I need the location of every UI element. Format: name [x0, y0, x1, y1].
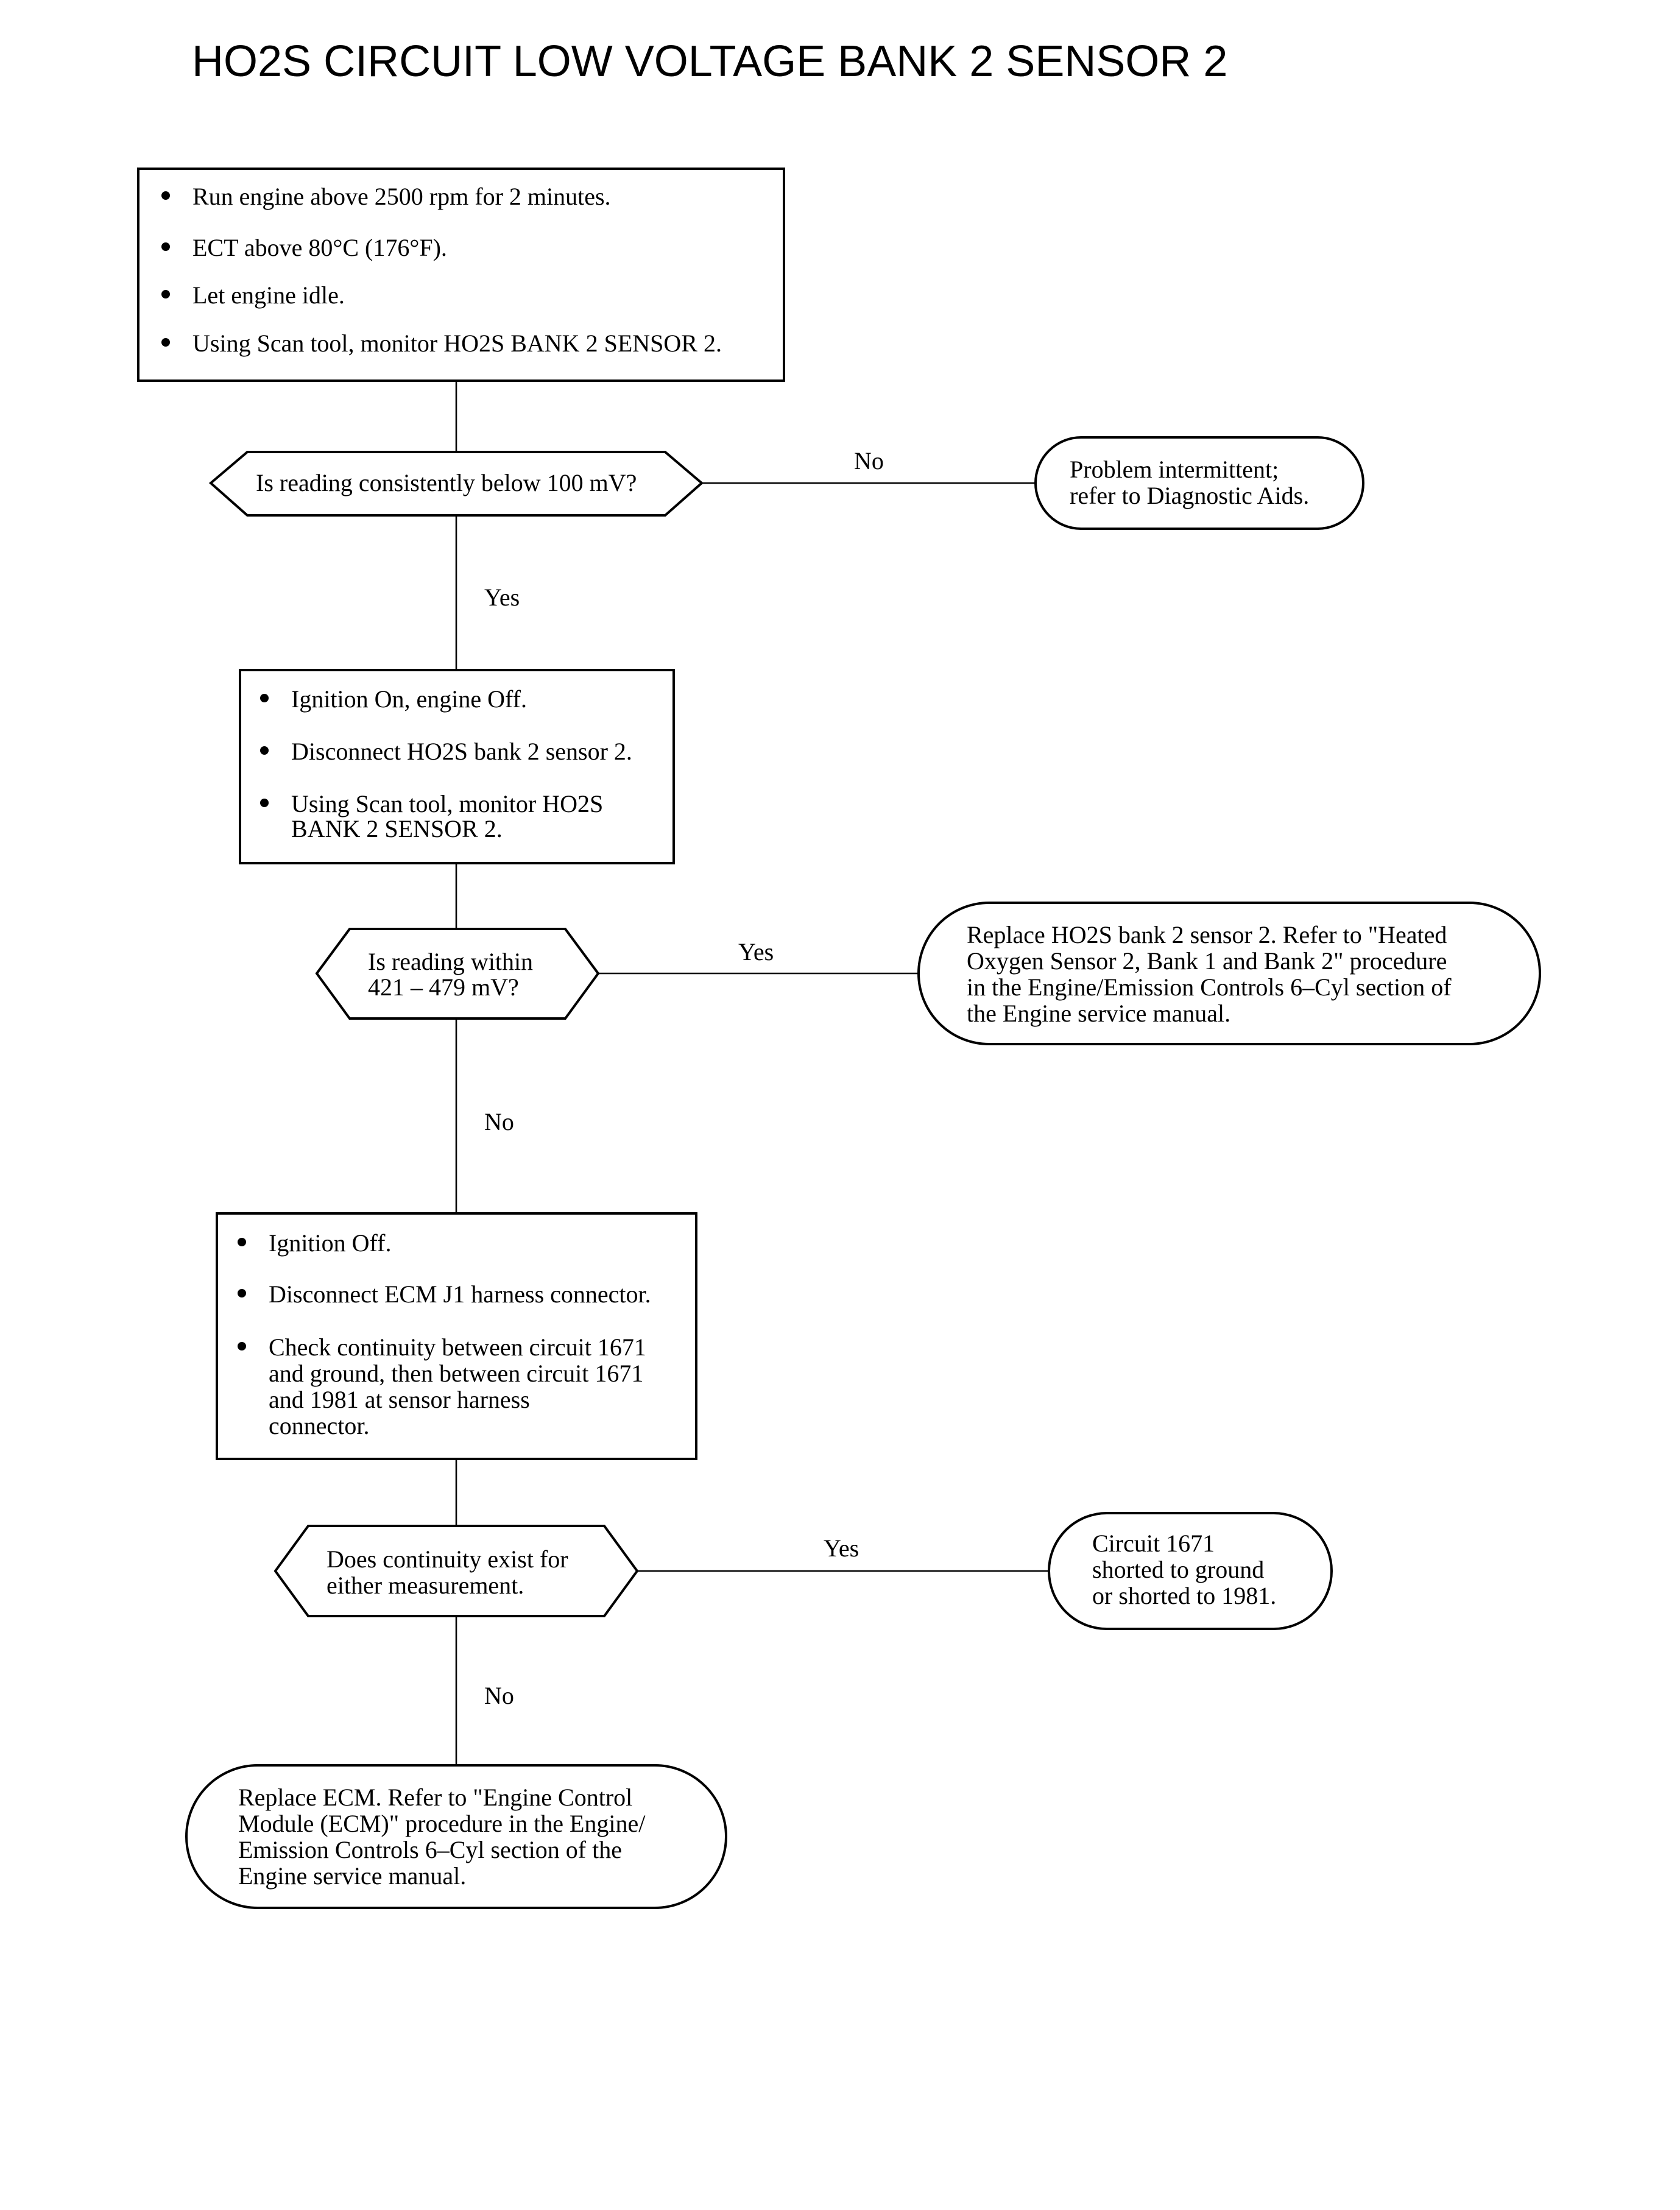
step3-bullet-2: Disconnect ECM J1 harness connector.	[269, 1280, 651, 1308]
decision2-yes-label: Yes	[738, 938, 774, 966]
result-replace-sensor-text: Replace HO2S bank 2 sensor 2. Refer to "…	[967, 921, 1458, 1027]
step3-bullet-1: Ignition Off.	[269, 1229, 391, 1257]
step3-bullet-3: Check continuity between circuit 1671 an…	[269, 1333, 652, 1439]
bullet-icon	[161, 338, 170, 347]
step1-bullet-4: Using Scan tool, monitor HO2S BANK 2 SEN…	[192, 330, 722, 357]
decision3-diamond: Does continuity exist for either measure…	[274, 1525, 639, 1617]
decision1-no-label: No	[854, 447, 884, 475]
result-circuit-short-terminal: Circuit 1671 shorted to ground or shorte…	[1048, 1512, 1333, 1630]
decision2-no-label: No	[484, 1108, 514, 1135]
step1-bullet-1: Run engine above 2500 rpm for 2 minutes.	[192, 183, 611, 210]
bullet-icon	[238, 1238, 246, 1246]
decision1-yes-label: Yes	[484, 584, 520, 611]
result-circuit-short-text: Circuit 1671 shorted to ground or shorte…	[1092, 1530, 1276, 1609]
step2-bullet-2: Disconnect HO2S bank 2 sensor 2.	[291, 738, 632, 765]
result-intermittent-terminal: Problem intermittent; refer to Diagnosti…	[1034, 436, 1364, 530]
step1-box: Run engine above 2500 rpm for 2 minutes.…	[137, 168, 785, 382]
step3-bullet-list: Ignition Off. Disconnect ECM J1 harness …	[238, 1229, 652, 1439]
bullet-icon	[161, 191, 170, 200]
page-title: HO2S CIRCUIT LOW VOLTAGE BANK 2 SENSOR 2	[192, 37, 1227, 86]
step1-bullet-2: ECT above 80°C (176°F).	[192, 234, 447, 261]
decision3-yes-label: Yes	[824, 1534, 859, 1562]
decision3-question: Does continuity exist for either measure…	[326, 1545, 574, 1599]
bullet-icon	[161, 290, 170, 298]
bullet-icon	[260, 746, 269, 755]
step3-box: Ignition Off. Disconnect ECM J1 harness …	[216, 1212, 697, 1460]
decision2-diamond: Is reading within 421 – 479 mV?	[315, 928, 600, 1020]
result-replace-ecm-terminal: Replace ECM. Refer to "Engine Control Mo…	[185, 1764, 727, 1909]
step2-bullet-list: Ignition On, engine Off. Disconnect HO2S…	[260, 685, 632, 842]
step2-box: Ignition On, engine Off. Disconnect HO2S…	[239, 669, 675, 864]
bullet-icon	[238, 1289, 246, 1297]
decision1-question: Is reading consistently below 100 mV?	[256, 469, 637, 496]
step1-bullet-3: Let engine idle.	[192, 281, 345, 309]
bullet-icon	[238, 1342, 246, 1350]
step1-bullet-list: Run engine above 2500 rpm for 2 minutes.…	[161, 183, 722, 357]
bullet-icon	[260, 799, 269, 807]
bullet-icon	[260, 694, 269, 702]
decision1-diamond: Is reading consistently below 100 mV?	[208, 451, 704, 517]
step2-bullet-1: Ignition On, engine Off.	[291, 685, 527, 713]
result-replace-ecm-text: Replace ECM. Refer to "Engine Control Mo…	[238, 1784, 651, 1890]
result-intermittent-text: Problem intermittent; refer to Diagnosti…	[1070, 456, 1309, 509]
decision2-question: Is reading within 421 – 479 mV?	[368, 948, 539, 1001]
result-replace-sensor-terminal: Replace HO2S bank 2 sensor 2. Refer to "…	[917, 902, 1541, 1045]
step2-bullet-3: Using Scan tool, monitor HO2S BANK 2 SEN…	[291, 790, 609, 842]
decision3-no-label: No	[484, 1682, 514, 1709]
bullet-icon	[161, 242, 170, 251]
